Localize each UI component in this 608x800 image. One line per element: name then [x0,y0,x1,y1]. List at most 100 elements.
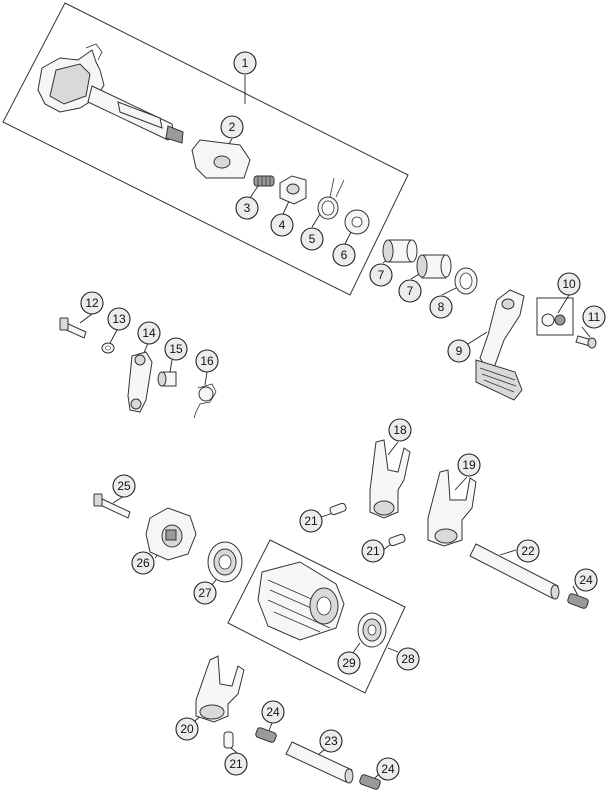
bearing-part-27 [207,541,243,583]
shift-drum-part-28 [257,561,345,641]
callout-12: 12 [80,291,104,315]
callout-label: 16 [200,354,214,368]
shift-shaft-part [37,43,184,144]
callout-label: 20 [180,722,194,736]
seal-part-8 [454,267,478,295]
sleeve-part-4 [279,175,307,205]
callout-23: 23 [319,729,343,753]
callout-26: 26 [131,551,155,575]
callout-label: 2 [229,120,236,134]
callout-3: 3 [235,196,259,220]
callout-label: 3 [244,201,251,215]
callout-label: 21 [229,757,243,771]
spring-part-16 [193,383,217,419]
callout-label: 5 [309,232,316,246]
callout-label: 13 [112,312,126,326]
bushing-part-7b [416,254,452,279]
callout-label: 6 [341,248,348,262]
pin-part-21c [223,731,234,749]
callout-label: 28 [401,652,415,666]
callout-29: 29 [337,651,361,675]
callout-label: 21 [366,544,380,558]
callout-21a: 21 [299,509,323,533]
callout-21c: 21 [224,752,248,776]
spring-part-24c [359,774,381,790]
callout-1: 1 [233,51,257,75]
callout-18: 18 [388,418,412,442]
bolt-part-12 [59,317,87,339]
callout-label: 25 [117,479,131,493]
callout-22: 22 [516,539,540,563]
shift-drum-locating-part-26 [145,507,197,561]
callout-7b: 7 [398,279,422,303]
callout-10: 10 [557,272,581,296]
callout-label: 19 [462,458,476,472]
assembly-frame-shift-shaft [2,2,409,296]
callout-label: 12 [85,296,99,310]
callout-label: 18 [393,423,407,437]
callout-15: 15 [164,337,188,361]
callout-label: 23 [324,734,338,748]
washer-part-13 [101,342,115,354]
callout-label: 21 [304,514,318,528]
callout-24a: 24 [574,568,598,592]
shift-rail-part-23 [285,741,354,784]
callout-label: 11 [588,310,601,324]
shift-fork-part-19 [427,469,477,547]
roller-part-15 [157,371,177,387]
return-spring-part-5 [317,177,345,220]
pin-part-21a [329,502,347,516]
callout-2: 2 [220,115,244,139]
callout-label: 7 [378,268,385,282]
pedal-kit-part-10 [541,313,566,327]
callout-28: 28 [396,647,420,671]
callout-19: 19 [457,453,481,477]
shift-fork-part-20 [195,655,245,723]
spring-part-3 [253,175,275,187]
callout-11: 11 [582,305,606,329]
locking-lever-part-14 [127,351,153,413]
shift-fork-part-18 [369,439,411,519]
callout-5: 5 [300,227,324,251]
shift-lever-part-9 [475,289,525,401]
spring-part-24a [567,593,589,609]
callout-label: 7 [407,284,414,298]
assembly-frame-shift-drum [227,539,406,694]
callout-9: 9 [447,339,471,363]
callout-16: 16 [195,349,219,373]
callout-label: 1 [242,56,249,70]
callout-24b: 24 [261,700,285,724]
callout-4: 4 [270,213,294,237]
bolt-part-25 [93,493,131,519]
callout-label: 22 [521,544,535,558]
callout-27: 27 [193,581,217,605]
callout-25: 25 [112,474,136,498]
callout-label: 24 [381,762,395,776]
callout-label: 29 [342,656,356,670]
callout-14: 14 [137,321,161,345]
callout-label: 15 [169,342,183,356]
callout-20: 20 [175,717,199,741]
callout-label: 26 [136,556,150,570]
callout-label: 10 [562,277,576,291]
callout-21b: 21 [361,539,385,563]
callout-label: 27 [198,586,212,600]
spring-part-24b [255,727,277,743]
pin-part-21b [388,533,406,547]
bolt-part-11 [575,335,597,349]
callout-label: 4 [279,218,286,232]
bearing-part-29 [357,612,387,648]
callout-label: 24 [266,705,280,719]
callout-label: 8 [438,300,445,314]
washer-part-6 [344,209,370,235]
callout-13: 13 [107,307,131,331]
callout-label: 24 [579,573,593,587]
callout-6: 6 [332,243,356,267]
bushing-part-7a [382,239,418,263]
shift-rail-part-22 [469,543,560,600]
shift-plate-part [191,139,251,179]
callout-label: 14 [142,326,156,340]
callout-label: 9 [456,344,463,358]
leader-lines [79,75,591,783]
